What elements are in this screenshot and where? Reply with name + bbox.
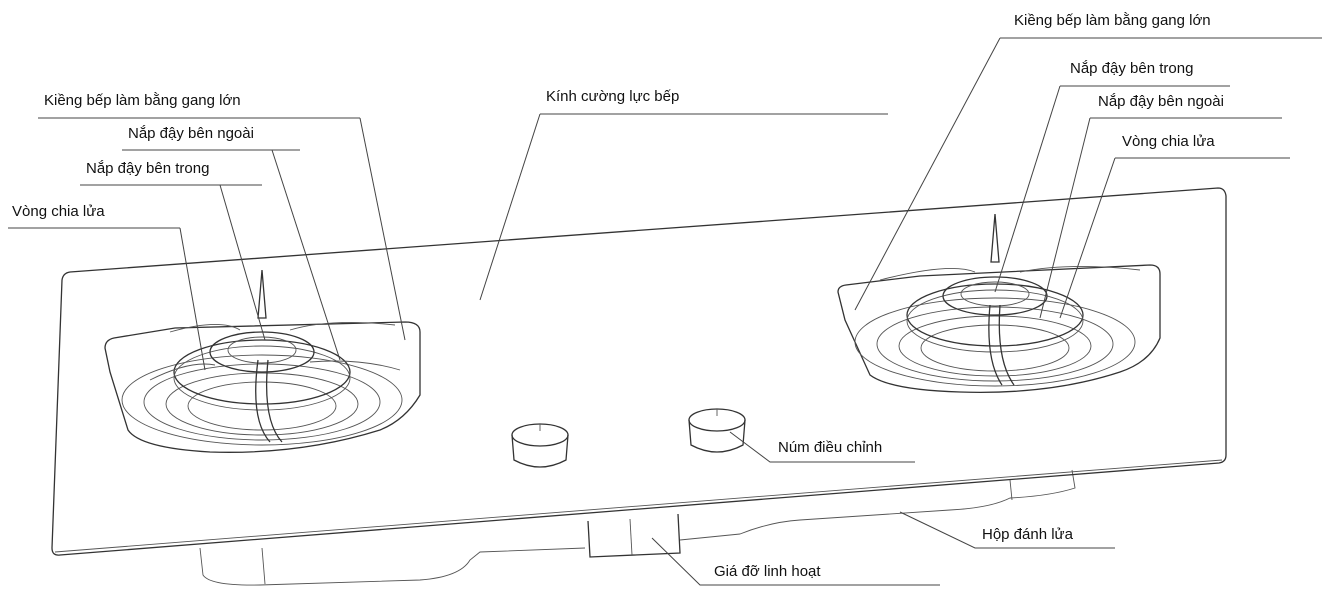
right-burner-drawing bbox=[837, 213, 1161, 393]
label-right-outer-cap: Nắp đậy bên ngoài bbox=[1098, 93, 1224, 110]
label-bracket: Giá đỡ linh hoạt bbox=[714, 563, 821, 580]
label-left-inner-cap: Nắp đậy bên trong bbox=[86, 160, 210, 177]
label-right-flame-ring: Vòng chia lửa bbox=[1122, 133, 1215, 150]
label-ignition-box: Hộp đánh lửa bbox=[982, 526, 1073, 543]
leader-lines bbox=[8, 37, 1322, 586]
label-right-grate: Kiềng bếp làm bằng gang lớn bbox=[1014, 12, 1211, 29]
bracket-outline bbox=[587, 513, 681, 558]
label-left-flame-ring: Vòng chia lửa bbox=[12, 203, 105, 220]
left-knob-drawing bbox=[511, 423, 569, 468]
glass-top-outline bbox=[51, 187, 1227, 556]
right-knob-drawing bbox=[688, 408, 746, 453]
label-right-inner-cap: Nắp đậy bên trong bbox=[1070, 60, 1194, 77]
label-knob: Núm điều chỉnh bbox=[778, 439, 883, 456]
label-left-grate: Kiềng bếp làm bằng gang lớn bbox=[44, 92, 241, 109]
ignition-box-right-outline bbox=[679, 469, 1076, 541]
label-left-outer-cap: Nắp đậy bên ngoài bbox=[128, 125, 254, 142]
label-glass-top: Kính cường lực bếp bbox=[546, 88, 680, 105]
ignition-box-left-outline bbox=[199, 547, 586, 586]
left-burner-drawing bbox=[104, 269, 421, 453]
